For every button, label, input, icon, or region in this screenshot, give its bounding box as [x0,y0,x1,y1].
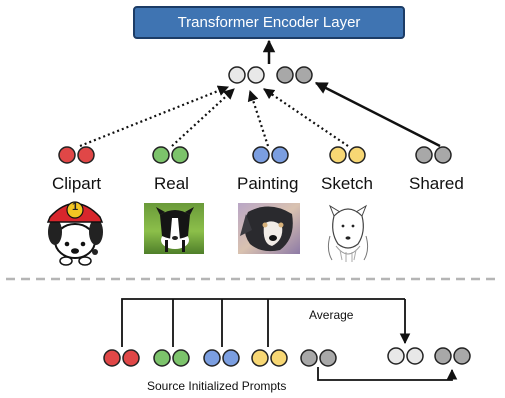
arrow-sketch [263,88,349,147]
arrow-shared [314,81,441,148]
arrow-painting [247,89,270,147]
shared-connector [317,367,458,381]
sketch-image [325,203,371,262]
domain-tokens [58,146,452,164]
empty-token [387,347,405,365]
shared-token [415,146,433,164]
domain-label-painting: Painting [237,174,299,193]
shared-token [276,66,294,84]
clipart-badge-number: 1 [71,201,79,213]
domain-label-sketch: Sketch [321,174,373,193]
painting-image [238,203,300,254]
clipart-token [103,349,121,367]
shared-token [300,349,318,367]
arrow-real [171,88,235,147]
domain-label-real: Real [154,174,189,193]
painting-token [252,146,270,164]
empty-token [406,347,424,365]
real-image [144,203,204,254]
mixed-prompt-tokens [228,66,313,84]
average-bracket [121,298,411,347]
shared-token [434,347,452,365]
shared-token [453,347,471,365]
source-prompt-tokens [103,349,337,367]
domain-label-shared: Shared [409,174,464,193]
sketch-token [251,349,269,367]
clipart-token [77,146,95,164]
clipart-image [46,201,104,266]
clipart-token [122,349,140,367]
averaged-prompt-tokens [387,347,471,365]
encoder-label: Transformer Encoder Layer [177,14,361,31]
sketch-token [329,146,347,164]
sketch-token [348,146,366,164]
arrow-clipart [79,85,230,148]
painting-token [271,146,289,164]
average-label: Average [309,308,354,322]
shared-token [434,146,452,164]
transformer-encoder-box: Transformer Encoder Layer [133,6,405,39]
real-token [171,146,189,164]
shared-token [295,66,313,84]
shared-token [319,349,337,367]
real-token [152,146,170,164]
real-token [172,349,190,367]
painting-token [222,349,240,367]
source-prompts-label: Source Initialized Prompts [147,379,287,393]
empty-token [228,66,246,84]
painting-token [203,349,221,367]
clipart-token [58,146,76,164]
sketch-token [270,349,288,367]
domain-label-clipart: Clipart [52,174,102,193]
real-token [153,349,171,367]
empty-token [247,66,265,84]
